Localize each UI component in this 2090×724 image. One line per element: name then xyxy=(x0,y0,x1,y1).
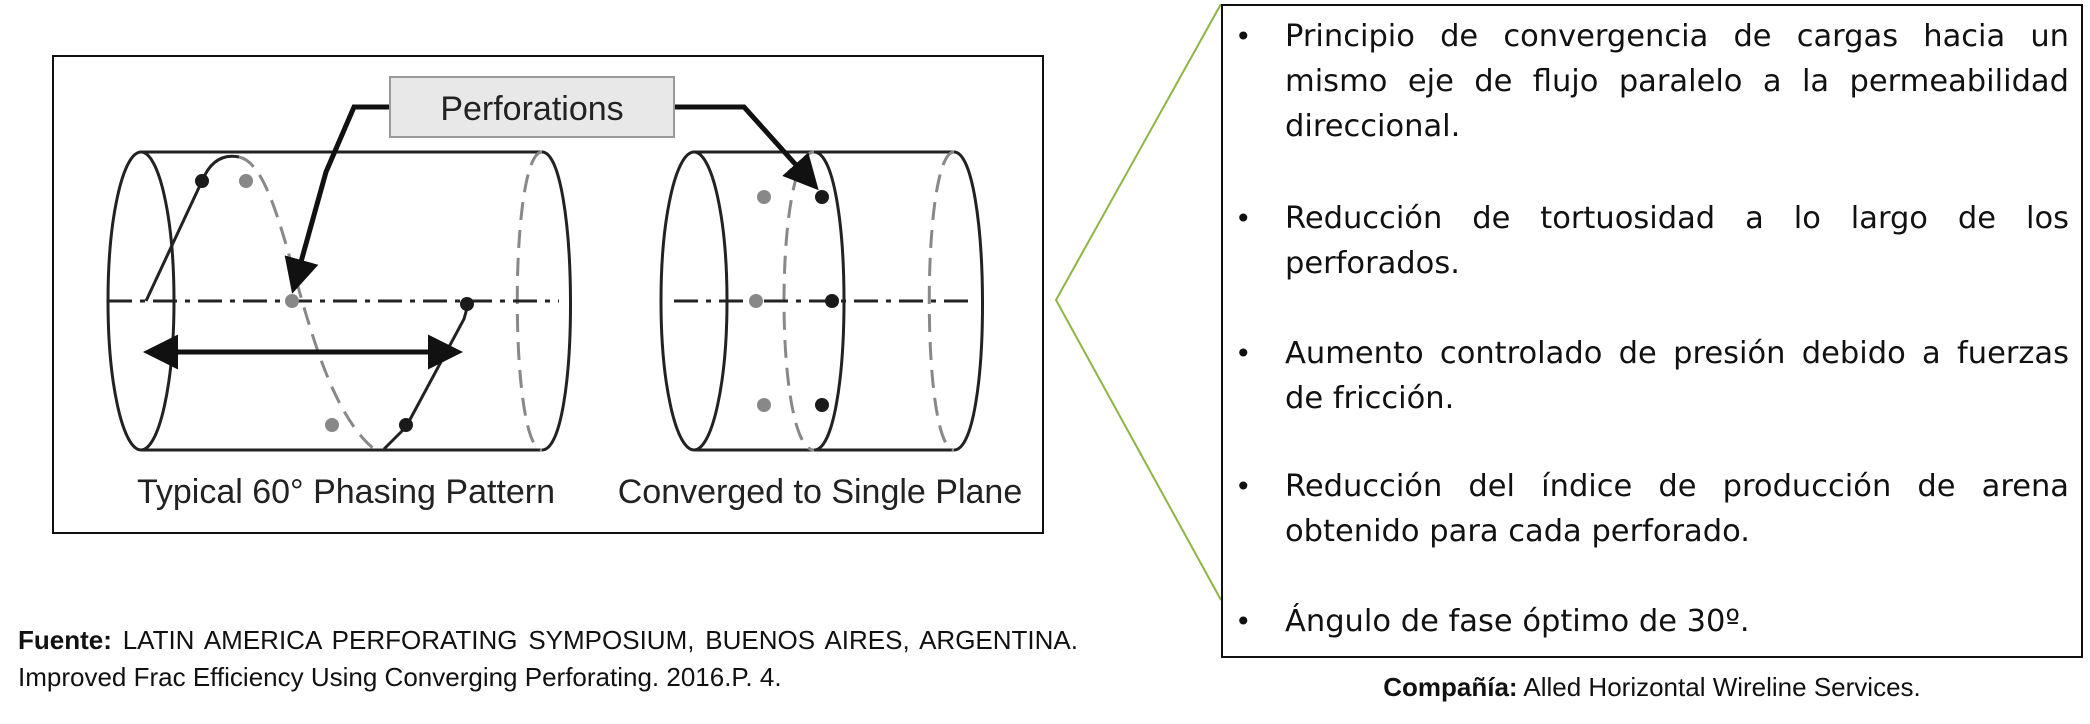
source-label: Fuente: xyxy=(18,625,112,655)
perforation-dot xyxy=(815,398,829,412)
perforation-dot xyxy=(195,174,209,188)
right-caption: Converged to Single Plane xyxy=(618,473,1023,511)
perforation-dot xyxy=(815,190,829,204)
hidden-perforation-dot xyxy=(325,418,339,432)
left-cylinder xyxy=(106,150,572,452)
bullet-item: Aumento controlado de presión debido a f… xyxy=(1235,331,2069,421)
source-citation: Fuente: LATIN AMERICA PERFORATING SYMPOS… xyxy=(18,622,1078,696)
perforations-callout: Perforations xyxy=(284,76,819,294)
perforations-label-box xyxy=(389,76,675,138)
hidden-perforation-dot xyxy=(285,294,299,308)
hidden-perforation-dot xyxy=(757,398,771,412)
bullet-item: Principio de convergencia de cargas haci… xyxy=(1235,14,2069,149)
bullet-list: Principio de convergencia de cargas haci… xyxy=(1221,4,2083,658)
company-attribution: Compañía: Alled Horizontal Wireline Serv… xyxy=(1221,672,2083,703)
hidden-perforation-dot xyxy=(749,294,763,308)
perforation-diagram: Perforations Typical 60° Phasing Pattern… xyxy=(106,76,1023,511)
right-cylinder xyxy=(659,150,984,452)
perforation-dot xyxy=(460,297,474,311)
perforation-dot xyxy=(825,294,839,308)
company-label: Compañía: xyxy=(1383,672,1518,702)
perforation-dot xyxy=(399,418,413,432)
bullet-item: Reducción de tortuosidad a lo largo de l… xyxy=(1235,196,2069,286)
source-text: LATIN AMERICA PERFORATING SYMPOSIUM, BUE… xyxy=(18,625,1078,692)
company-text: Alled Horizontal Wireline Services. xyxy=(1517,672,1921,702)
hidden-perforation-dot xyxy=(757,190,771,204)
hidden-perforation-dot xyxy=(239,174,253,188)
left-caption: Typical 60° Phasing Pattern xyxy=(137,473,555,511)
perforation-figure: Perforations Typical 60° Phasing Pattern… xyxy=(52,55,1044,534)
perforations-label: Perforations xyxy=(440,90,623,128)
bullet-item: Ángulo de fase óptimo de 30º. xyxy=(1235,599,2069,644)
bullet-item: Reducción del índice de producción de ar… xyxy=(1235,464,2069,554)
